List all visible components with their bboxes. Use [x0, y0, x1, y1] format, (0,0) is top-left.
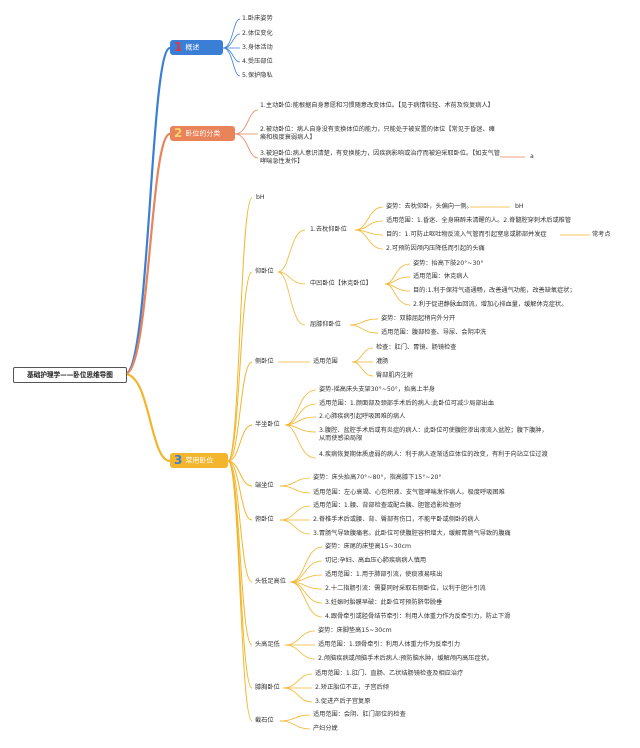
overview-item: 5.保护隐私	[242, 72, 273, 79]
branch-label: 常用卧位	[185, 456, 214, 465]
detail-item: 目的：1.可防止呕吐物反流入气管而引起窒息或肺部并发症	[386, 231, 547, 238]
branch-label: 卧位的分类	[185, 129, 221, 138]
detail-item: 2.矫正胎位不正，子宫后倾	[315, 684, 389, 691]
branch-number: 3	[174, 453, 183, 467]
detail-item: 适用范围：左心衰竭、心包积液、支气管哮喘发作病人。极度呼吸困难	[313, 489, 505, 496]
detail-item: 姿势：床脚垫高15~30cm	[318, 627, 392, 634]
detail-item: 适用范围：1.颈骨牵引：利用人体重力作为反牵引力	[318, 641, 461, 648]
position-semi-fowler[interactable]: 半坐卧位	[255, 421, 280, 428]
stray-label: bH	[256, 194, 265, 201]
position-lateral[interactable]: 侧卧位	[255, 358, 274, 365]
key-point-label: 常考点	[592, 231, 611, 238]
scope-label: 适用范围	[313, 358, 338, 365]
detail-item: 适用范围：会阴、肛门部位的检查	[313, 711, 406, 718]
detail-item: 2.脊椎手术后或腰、背、臀部有伤口，不能平卧或侧卧的病人	[313, 516, 480, 523]
classification-item: 3.被迫卧位:病人意识清楚，有变换能力，因疾病影响或治疗而被迫采取卧位。【如支气…	[260, 150, 501, 165]
position-prone[interactable]: 俯卧位	[255, 516, 274, 523]
detail-item: 姿势：去枕仰卧，头偏向一侧。	[386, 203, 473, 210]
detail-item: 2.十二指肠引流：需要同时采取右侧卧位，以利于胆汁引流	[325, 585, 486, 592]
detail-item: 2.可预防因颅内压降低而引起的头痛	[386, 245, 485, 252]
branch-label: 概述	[185, 43, 200, 52]
detail-item: 目的:1.利于保持气道通畅，改善通气功能，改善缺氧症状；	[413, 287, 576, 294]
detail-item: 适用范围：1.用于肺部引流，使痰液易咳出	[325, 571, 443, 578]
overview-item: 1.卧床姿势	[242, 15, 273, 22]
detail-item: 姿势-摇高床头支架30°~50°，抬高上半身	[319, 386, 435, 393]
detail-item: 2.利于促进静脉血回流，增加心排血量，缓解休克症状。	[413, 301, 568, 308]
detail-item: 灌肠	[376, 358, 389, 365]
detail-item: 适用范围：休克病人	[413, 273, 469, 280]
detail-item: 适用范围：1.昏迷、全身麻醉未清醒的人。2.脊髓腔穿刺术后或椎管	[386, 217, 572, 224]
position-sitting[interactable]: 端坐位	[255, 482, 274, 489]
detail-item: 产妇分娩	[313, 725, 338, 732]
detail-item: 臀部肌内注射	[376, 372, 414, 379]
position-supine[interactable]: 仰卧位	[255, 268, 274, 275]
detail-item: 3.妊娠时胎膜早破：此卧位可预防脐带脱垂	[325, 599, 443, 606]
position-knee-chest[interactable]: 膝胸卧位	[255, 684, 280, 691]
position-knee-bent-supine[interactable]: 屈膝仰卧位	[310, 321, 341, 328]
stray-label: bH	[515, 203, 524, 210]
detail-item: 检查：肛门、胃镜、肠镜检查	[376, 344, 457, 351]
position-reverse-trendelenburg[interactable]: 头高足低	[255, 641, 280, 648]
detail-item: 3.促进产后子宫复原	[315, 698, 371, 705]
detail-item: 姿势：床尾的床垫高15~30cm	[325, 543, 412, 550]
detail-item: 4.跟骨牵引或胫骨结节牵引：利用人体重力作为反牵引力，防止下滑	[325, 613, 511, 620]
position-shock[interactable]: 中凹卧位【休克卧位】	[310, 280, 372, 287]
detail-item: 姿势：双膝屈起稍向外分开	[381, 315, 456, 322]
classification-item: 2.被动卧位：病人自身没有变换体位的能力，只能处于被安置的体位【常见于昏迷、瘫痪…	[260, 126, 495, 141]
detail-item: 姿势：床头抬高70°~80°，指高膝下15°~20°	[313, 474, 442, 481]
detail-item: 3.胃肠气导致腹痛者。此卧位可使腹腔容积增大，缓解胃肠气导致的腹痛	[313, 530, 511, 537]
branch-number: 1	[174, 40, 183, 54]
detail-item: 适用范围：腹部检查、导尿、会阴冲洗	[381, 329, 487, 336]
position-lithotomy[interactable]: 截石位	[255, 717, 274, 724]
stray-label: a	[530, 153, 534, 160]
branch-number: 2	[174, 126, 183, 140]
detail-item: 2.心肺疾病引起呼吸困难的病人	[319, 413, 406, 420]
detail-item: 适用范围：1.颜面部及颈部手术后的病人:此卧位可减少局部出血	[319, 400, 495, 407]
detail-item: 4.疾病恢复期体质虚弱的病人：利于病人逐渐适应体位的改变，有利于向站立位过渡	[319, 451, 548, 458]
detail-item: 切记:孕妇、高血压心肺疾病病人慎用	[325, 557, 427, 564]
root-topic[interactable]: 基础护理学——卧位思维导图	[13, 367, 127, 383]
overview-item: 3.身体活动	[242, 44, 273, 51]
detail-item: 姿势：抬高下肢20°~30°	[413, 260, 484, 267]
overview-item: 4.受压部位	[242, 58, 273, 65]
classification-item: 1.主动卧位:能根据自身意愿和习惯随意改变体位。【见于病情较轻、术前及恢复病人】	[260, 102, 494, 109]
detail-item: 适用范围：1.肛门、直肠、乙状结肠镜检查及相应治疗	[315, 670, 464, 677]
detail-item: 3.腹腔、盆腔手术后或有炎症的病人：此卧位可使腹腔渗出液流入盆腔；腹下腹肿，从而…	[319, 427, 548, 442]
overview-item: 2.体位变化	[242, 30, 273, 37]
detail-item: 2.颅脑疾病或颅脑手术后病人:预防脑水肿，缓解颅内高压症状。	[318, 655, 494, 662]
position-trendelenburg[interactable]: 头低足高位	[255, 578, 286, 585]
position-supine-no-pillow[interactable]: 1.去枕仰卧位	[310, 226, 347, 233]
detail-item: 适用范围：1.腰、背部检查或配合胰、胆管造影检查时	[313, 502, 462, 509]
